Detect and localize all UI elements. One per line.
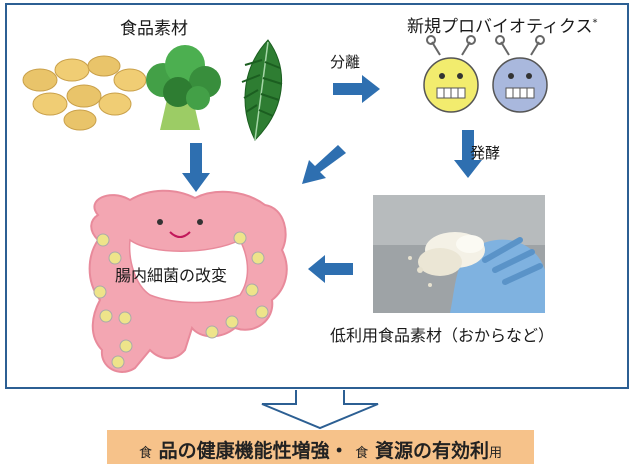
fermentation-label: 発酵 <box>470 144 501 162</box>
arrow-food-to-gut <box>182 143 210 192</box>
probiotic-blue-icon <box>492 35 548 113</box>
soybeans-icon <box>22 55 147 131</box>
result-banner: 食 品の健康機能性増強・ 食 資源の有効利用 <box>107 430 534 464</box>
broccoli-icon <box>146 45 221 130</box>
separation-label: 分離 <box>330 53 361 71</box>
result-banner-text: 食 品の健康機能性増強・ 食 資源の有効利用 <box>139 440 502 462</box>
gut-improvement-label: 腸内細菌の改変 <box>115 266 228 285</box>
okara-photo <box>373 195 545 313</box>
low-use-materials-label: 低利用食品素材（おからなど） <box>330 326 555 345</box>
result-arrow <box>261 390 379 430</box>
leaf-icon <box>241 39 283 141</box>
probiotic-yellow-icon <box>423 35 479 113</box>
arrow-okara-to-gut <box>308 255 353 283</box>
arrow-probiotics-to-gut <box>302 145 346 184</box>
intestine-icon <box>88 189 288 373</box>
arrow-fermentation <box>454 130 482 178</box>
new-probiotics-label: 新規プロバイオティクス* <box>407 17 598 37</box>
arrow-separation <box>333 75 380 103</box>
food-materials-label: 食品素材 <box>120 19 188 39</box>
